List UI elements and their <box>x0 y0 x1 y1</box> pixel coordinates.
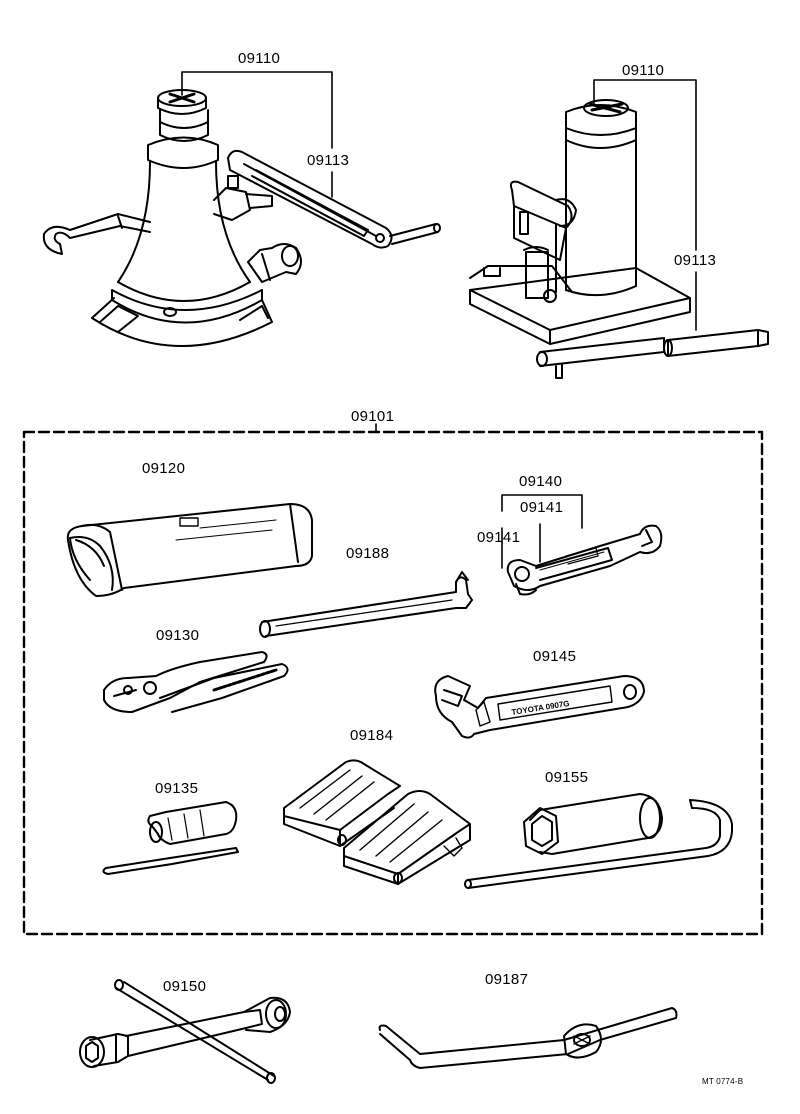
floor-jack <box>42 89 441 348</box>
drawing-code: MT 0774-B <box>702 1077 744 1086</box>
wheel-chocks <box>283 759 471 885</box>
leader-lines <box>181 71 697 569</box>
adjustable-wrench-text: TOYOTA 0907G <box>511 699 570 717</box>
label-tire-lever: 09188 <box>346 545 390 562</box>
lug-wrench <box>79 979 291 1084</box>
label-wrench-b: 09141 <box>477 529 521 546</box>
label-plug-wrench: 09155 <box>545 769 589 786</box>
label-pliers: 09130 <box>156 627 200 644</box>
label-wheel-chocks: 09184 <box>350 727 394 744</box>
label-wrench-set: 09140 <box>519 473 563 490</box>
tire-lever <box>259 571 473 638</box>
label-floor-jack-set: 09110 <box>238 50 281 67</box>
label-tool-kit: 09101 <box>351 408 395 425</box>
label-screwdriver: 09135 <box>155 780 199 797</box>
label-wrench-a: 09141 <box>520 499 564 516</box>
screwdriver <box>102 801 239 875</box>
bottle-jack <box>469 99 769 379</box>
label-floor-jack-handle: 09113 <box>307 152 350 169</box>
label-lug-wrench: 09150 <box>163 978 207 995</box>
label-crank-handle: 09187 <box>485 971 529 988</box>
plug-wrench <box>464 793 733 889</box>
pliers <box>103 651 289 713</box>
tool-kit-boundary <box>22 430 764 936</box>
label-bottle-jack-handle: 09113 <box>674 252 717 269</box>
label-tool-bag: 09120 <box>142 460 186 477</box>
adjustable-wrench <box>434 675 645 739</box>
crank-handle <box>378 1007 678 1069</box>
label-adjustable-wrench: 09145 <box>533 648 577 665</box>
label-bottle-jack-set: 09110 <box>622 62 665 79</box>
double-wrench-set <box>506 524 663 596</box>
tool-bag <box>66 503 313 597</box>
